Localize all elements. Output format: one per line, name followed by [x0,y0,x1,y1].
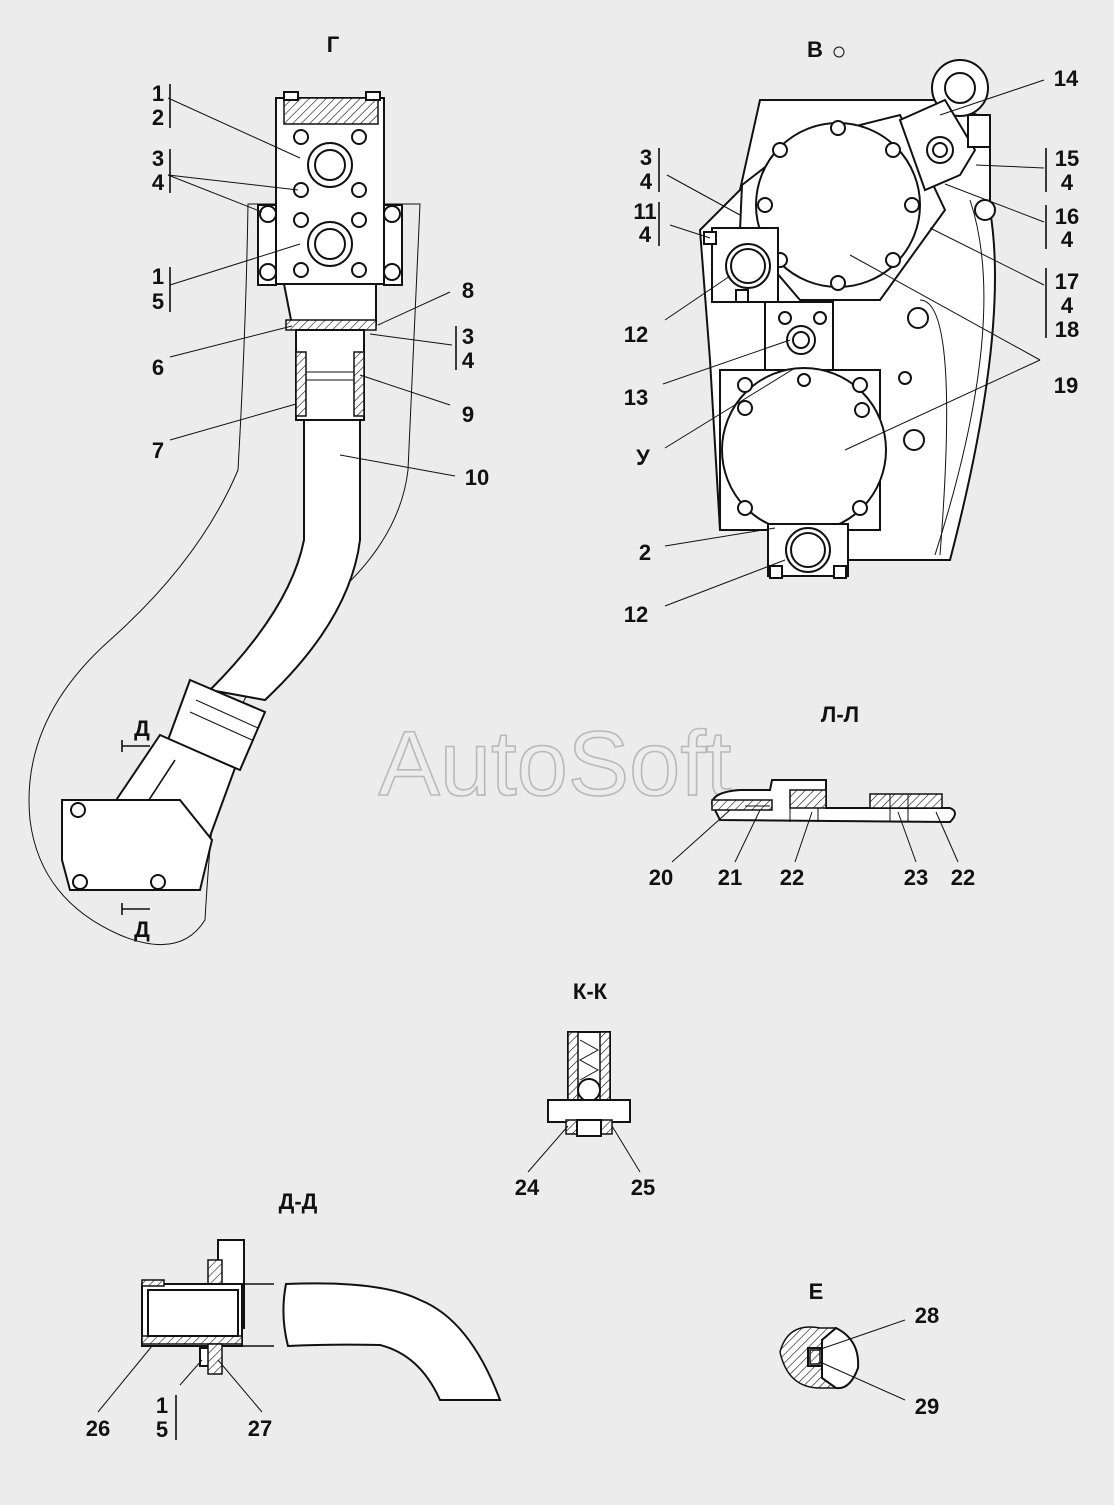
svg-text:5: 5 [156,1417,168,1442]
callout-dd-1-5: 1 5 [156,1393,177,1442]
callout-v-17-4-18: 17 4 18 [1045,268,1079,342]
svg-text:2: 2 [152,105,164,130]
view-ll-title: Л-Л [821,702,859,727]
section-d-bottom-label: Д [134,917,150,942]
callout-ll-20: 20 [649,865,673,890]
callout-ll-21: 21 [718,865,742,890]
callout-g-3-4b: 3 4 [455,324,475,373]
callout-g-3-4: 3 4 [152,146,171,195]
svg-text:4: 4 [462,348,475,373]
callout-v-11-4: 11 4 [633,199,660,247]
callout-ll-23: 23 [904,865,928,890]
view-e: Е 28 29 [779,1279,939,1419]
svg-text:5: 5 [152,289,164,314]
view-e-title: Е [809,1279,824,1304]
svg-text:11: 11 [633,199,656,224]
svg-text:1: 1 [152,264,164,289]
watermark: AutoSoft [379,713,732,815]
motor-top [738,98,991,301]
svg-text:4: 4 [152,170,165,195]
callout-g-1-5: 1 5 [152,264,171,314]
view-kk: К-К 24 25 [515,979,655,1200]
callout-v-13: 13 [624,385,648,410]
callout-dd-27: 27 [248,1416,272,1441]
callout-v-12b: 12 [624,602,648,627]
pump-body [257,91,403,331]
callout-v-15-4: 15 4 [1045,146,1079,195]
view-v-title: В [807,37,823,62]
callout-ll-22: 22 [780,865,804,890]
callout-e-28: 28 [915,1303,939,1328]
callout-dd-26: 26 [86,1416,110,1441]
callout-g-8: 8 [462,278,474,303]
section-d-top-label: Д [134,716,150,741]
callout-v-19: 19 [1054,373,1078,398]
callout-v-2: 2 [639,540,651,565]
callout-v-u: У [636,445,650,470]
svg-text:4: 4 [1061,170,1074,195]
svg-text:17: 17 [1055,269,1079,294]
svg-text:3: 3 [462,324,474,349]
view-v: В [624,37,1079,627]
callout-v-3-4: 3 4 [640,145,660,194]
svg-text:4: 4 [1061,227,1074,252]
view-ll: Л-Л 20 21 22 23 22 [649,702,975,890]
callout-kk-25: 25 [631,1175,655,1200]
callout-v-14: 14 [1054,66,1079,91]
motor-bottom [719,301,887,533]
callout-v-16-4: 16 4 [1045,204,1079,252]
svg-text:3: 3 [152,146,164,171]
view-g: Г [28,32,489,946]
callout-g-1-2: 1 2 [152,81,171,130]
svg-text:4: 4 [639,222,652,247]
view-direction-icon [833,46,845,58]
view-dd: Д-Д 26 1 5 27 [86,1189,502,1442]
svg-text:4: 4 [640,169,653,194]
svg-text:1: 1 [152,81,164,106]
svg-text:16: 16 [1055,204,1079,229]
callout-g-9: 9 [462,402,474,427]
svg-text:1: 1 [156,1393,168,1418]
svg-text:15: 15 [1055,146,1079,171]
callout-e-29: 29 [915,1394,939,1419]
svg-text:4: 4 [1061,293,1074,318]
view-kk-title: К-К [573,979,608,1004]
callout-ll-22b: 22 [951,865,975,890]
svg-text:18: 18 [1055,317,1079,342]
callout-kk-24: 24 [515,1175,540,1200]
view-g-title: Г [327,32,340,57]
view-dd-title: Д-Д [279,1189,318,1214]
callout-g-6: 6 [152,355,164,380]
callout-g-10: 10 [465,465,489,490]
svg-text:3: 3 [640,145,652,170]
callout-g-7: 7 [152,438,164,463]
callout-v-12: 12 [624,322,648,347]
hose-assembly [61,329,365,891]
